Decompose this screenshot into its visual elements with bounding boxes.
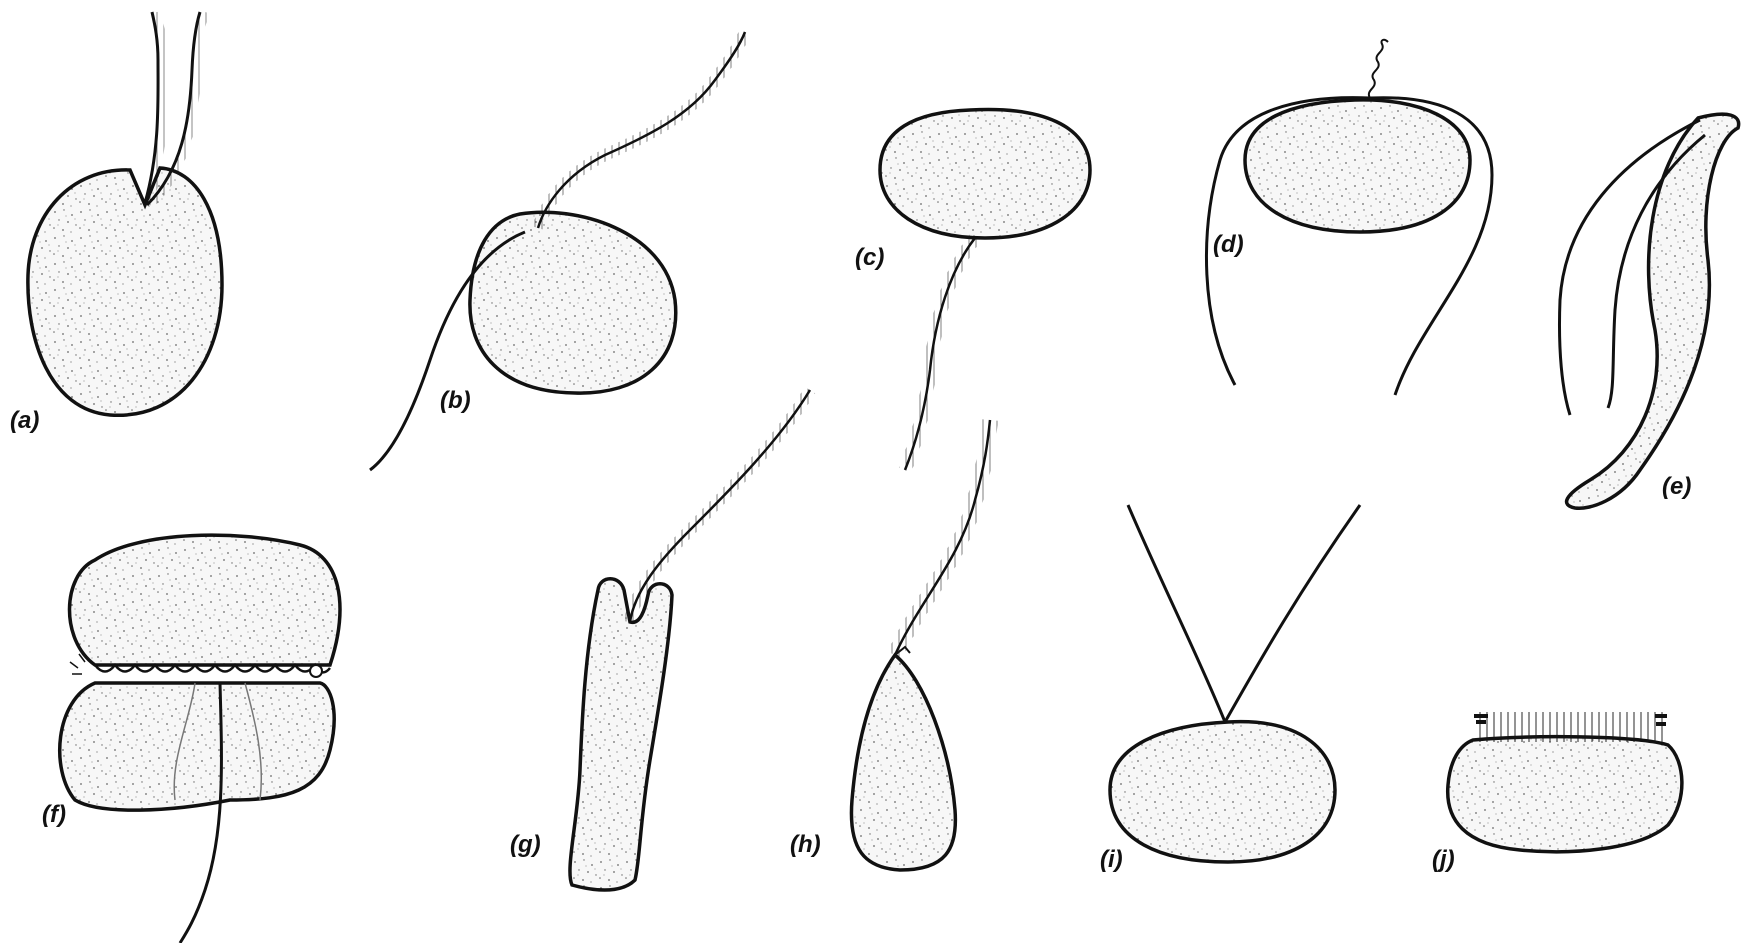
flagellum-i-right — [1225, 505, 1360, 722]
panel-h: (h) — [790, 420, 990, 870]
cell-body-g — [570, 579, 672, 890]
label-e: (e) — [1662, 473, 1691, 500]
label-j: (j) — [1432, 846, 1455, 873]
cell-hypocone-f — [60, 683, 334, 810]
panel-f: (f) — [42, 535, 340, 943]
panel-c: (c) — [855, 109, 1090, 470]
cell-body-c — [880, 109, 1090, 238]
flagellum-d-coil — [1369, 40, 1388, 98]
panel-d: (d) — [1206, 40, 1492, 395]
cell-body-i — [1110, 722, 1335, 862]
panel-j: (j) — [1432, 712, 1682, 873]
cell-body-j — [1448, 737, 1682, 852]
flagellum-b-hairy — [538, 32, 745, 228]
label-g: (g) — [510, 831, 541, 858]
label-b: (b) — [440, 387, 471, 414]
cell-body-d — [1245, 100, 1470, 232]
panel-e: (e) — [1559, 114, 1738, 508]
cell-body-b — [470, 212, 676, 393]
panel-a: (a) — [10, 12, 222, 434]
panel-i: (i) — [1100, 505, 1360, 873]
flagella-tuft-j — [1474, 712, 1666, 742]
label-d: (d) — [1213, 231, 1244, 258]
label-h: (h) — [790, 831, 821, 858]
label-i: (i) — [1100, 846, 1123, 873]
flagellum-i-left — [1128, 505, 1225, 722]
label-a: (a) — [10, 407, 39, 434]
cell-body-e — [1567, 114, 1739, 508]
panel-g: (g) — [510, 390, 810, 890]
panel-b: (b) — [370, 32, 745, 470]
label-f: (f) — [42, 801, 66, 828]
label-c: (c) — [855, 244, 884, 271]
cell-epicone-f — [69, 535, 340, 665]
cell-body-h — [851, 655, 955, 870]
cell-body-a — [28, 168, 222, 415]
